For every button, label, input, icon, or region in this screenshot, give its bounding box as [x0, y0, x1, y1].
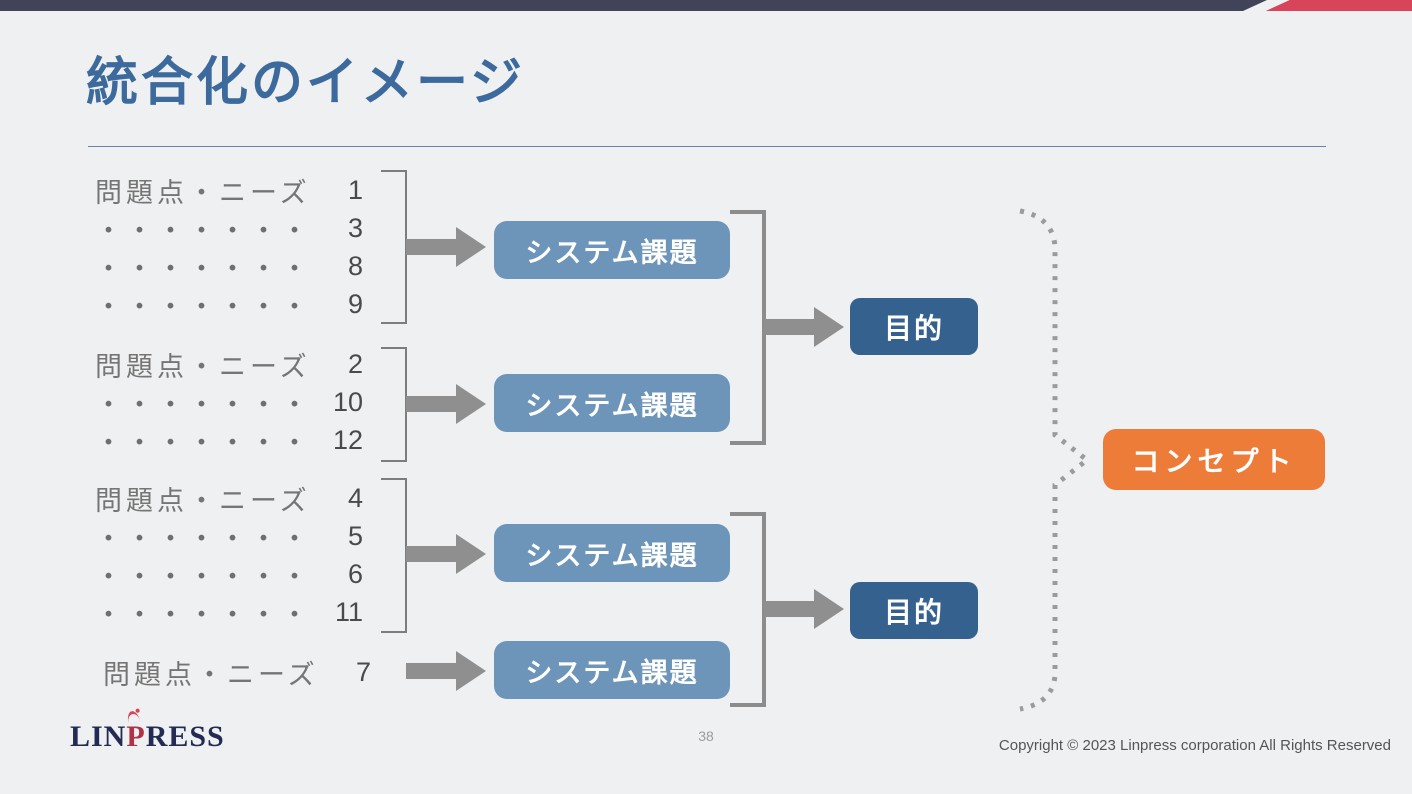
needs-number: 9: [347, 288, 363, 319]
needs-number: 7: [355, 656, 371, 687]
copyright-text: Copyright © 2023 Linpress corporation Al…: [998, 737, 1391, 754]
bracket-connector: [381, 347, 407, 462]
arrow-right-icon: [406, 384, 486, 424]
placeholder-dots: ・・・・・・・: [95, 427, 312, 458]
needs-number: 12: [332, 424, 363, 455]
placeholder-dots: ・・・・・・・: [95, 561, 312, 592]
bracket-connector: [381, 478, 407, 633]
needs-line: ・・・・・・・ 9: [95, 285, 363, 323]
bracket-connector: [730, 210, 766, 445]
page-title: 統合化のイメージ: [86, 54, 525, 112]
needs-line: 問題点・ニーズ 7: [103, 653, 371, 691]
arrow-right-icon: [406, 534, 486, 574]
title-divider: [88, 146, 1326, 147]
needs-number: 10: [332, 386, 363, 417]
placeholder-dots: ・・・・・・・: [95, 291, 312, 322]
needs-line: 問題点・ニーズ 2: [95, 345, 363, 383]
needs-label: 問題点・ニーズ: [95, 351, 311, 382]
needs-line: ・・・・・・・ 12: [95, 421, 363, 459]
needs-line: ・・・・・・・ 8: [95, 247, 363, 285]
problem-needs-group-3: 問題点・ニーズ 4 ・・・・・・・ 5 ・・・・・・・ 6 ・・・・・・・ 11: [95, 479, 363, 631]
system-issue-box: システム課題: [494, 221, 730, 279]
logo-text-prefix: LIN: [70, 720, 127, 753]
needs-line: ・・・・・・・ 3: [95, 209, 363, 247]
top-accent-bar: [0, 0, 1412, 11]
system-issue-box: システム課題: [494, 374, 730, 432]
arrow-right-icon: [764, 307, 844, 347]
page-number: 38: [698, 728, 714, 744]
problem-needs-group-4: 問題点・ニーズ 7: [103, 653, 371, 691]
needs-number: 4: [347, 482, 363, 513]
arrow-right-icon: [406, 651, 486, 691]
curly-brace-connector: [1019, 208, 1092, 712]
problem-needs-group-2: 問題点・ニーズ 2 ・・・・・・・ 10 ・・・・・・・ 12: [95, 345, 363, 459]
needs-line: ・・・・・・・ 10: [95, 383, 363, 421]
needs-number: 6: [347, 558, 363, 589]
concept-box: コンセプト: [1103, 429, 1325, 490]
placeholder-dots: ・・・・・・・: [95, 599, 312, 630]
needs-line: ・・・・・・・ 5: [95, 517, 363, 555]
placeholder-dots: ・・・・・・・: [95, 523, 312, 554]
needs-number: 11: [334, 596, 363, 627]
needs-label: 問題点・ニーズ: [95, 485, 311, 516]
needs-number: 5: [347, 520, 363, 551]
needs-number: 2: [347, 348, 363, 379]
placeholder-dots: ・・・・・・・: [95, 389, 312, 420]
needs-label: 問題点・ニーズ: [103, 659, 319, 690]
problem-needs-group-1: 問題点・ニーズ 1 ・・・・・・・ 3 ・・・・・・・ 8 ・・・・・・・ 9: [95, 171, 363, 323]
logo-letter-p: P: [126, 709, 145, 753]
bracket-connector: [381, 170, 407, 324]
arrow-right-icon: [406, 227, 486, 267]
placeholder-dots: ・・・・・・・: [95, 215, 312, 246]
needs-line: 問題点・ニーズ 4: [95, 479, 363, 517]
needs-label: 問題点・ニーズ: [95, 177, 311, 208]
logo-text-suffix: RESS: [145, 720, 225, 753]
needs-line: ・・・・・・・ 6: [95, 555, 363, 593]
needs-number: 3: [347, 212, 363, 243]
purpose-box: 目的: [850, 298, 978, 355]
needs-line: ・・・・・・・ 11: [95, 593, 363, 631]
purpose-box: 目的: [850, 582, 978, 639]
arrow-right-icon: [764, 589, 844, 629]
system-issue-box: システム課題: [494, 641, 730, 699]
needs-number: 1: [347, 174, 363, 205]
placeholder-dots: ・・・・・・・: [95, 253, 312, 284]
bracket-connector: [730, 512, 766, 707]
needs-line: 問題点・ニーズ 1: [95, 171, 363, 209]
needs-number: 8: [347, 250, 363, 281]
system-issue-box: システム課題: [494, 524, 730, 582]
